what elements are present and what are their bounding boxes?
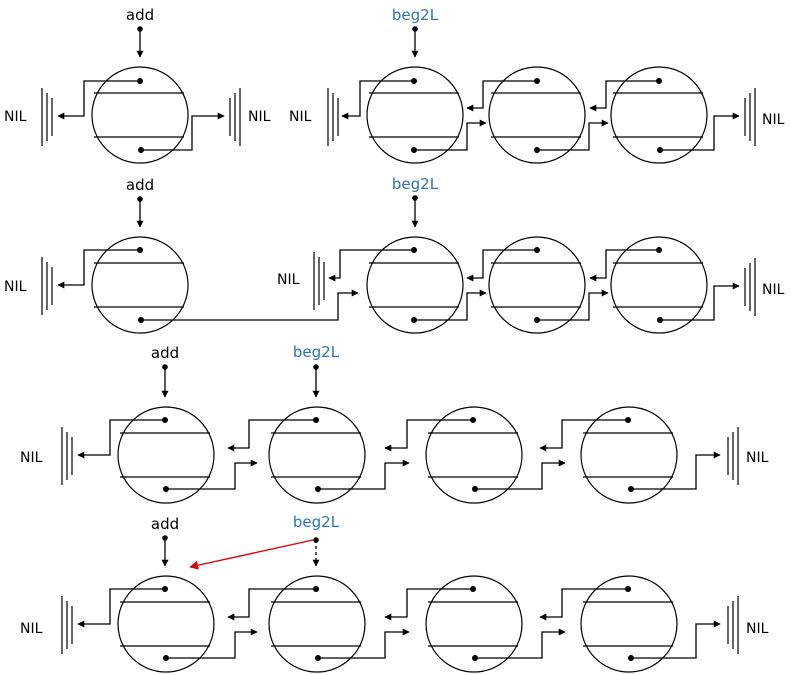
prev-link	[466, 247, 540, 282]
prev-link	[384, 586, 476, 621]
next-link	[163, 628, 258, 661]
prev-link	[57, 78, 143, 120]
add-pointer-arrow	[161, 535, 169, 567]
next-link	[657, 282, 740, 323]
next-link	[657, 112, 740, 153]
beg2l-pointer-arrow	[411, 195, 419, 228]
nil-label: NIL	[289, 109, 312, 125]
node	[91, 236, 189, 334]
nil-terminator	[727, 596, 739, 654]
next-link	[628, 620, 721, 661]
next-link	[628, 451, 721, 492]
nil-label: NIL	[248, 109, 271, 125]
nil-label: NIL	[746, 621, 769, 637]
node	[610, 236, 708, 334]
beg2l-pointer-arrow	[312, 364, 320, 398]
beg2l-pointer-dashed-arrow	[312, 537, 320, 567]
beg2l-pointer-arrow	[411, 26, 419, 58]
prev-link	[384, 417, 476, 452]
next-link	[534, 289, 609, 323]
row-3: add beg2L	[20, 343, 769, 504]
nil-label: NIL	[4, 109, 27, 125]
next-link	[534, 119, 609, 153]
node	[580, 406, 678, 504]
prev-link	[539, 417, 631, 452]
prev-link	[328, 247, 417, 282]
next-link	[138, 112, 225, 153]
nil-label: NIL	[762, 112, 785, 128]
next-link	[472, 628, 566, 661]
prev-link	[341, 78, 417, 120]
nil-terminator	[61, 596, 73, 654]
add-pointer-arrow	[136, 196, 144, 228]
next-link	[163, 459, 258, 492]
nil-terminator	[41, 88, 53, 146]
prev-link	[466, 78, 540, 112]
nil-terminator	[61, 427, 73, 485]
nil-terminator	[744, 88, 756, 146]
node	[580, 575, 678, 673]
nil-terminator	[313, 252, 325, 310]
node	[366, 66, 464, 164]
row-4: add beg2L	[20, 513, 769, 673]
nil-label: NIL	[277, 272, 300, 288]
beg2l-pointer-label: beg2L	[392, 6, 439, 24]
prev-link	[77, 586, 168, 628]
beg2l-pointer-label: beg2L	[392, 175, 439, 193]
prev-link	[589, 247, 662, 282]
node	[425, 406, 523, 504]
add-pointer-label: add	[151, 515, 179, 533]
nil-terminator	[744, 258, 756, 316]
prev-link	[227, 417, 319, 452]
next-link	[411, 289, 487, 323]
next-link	[472, 459, 566, 492]
node	[91, 66, 189, 164]
node	[610, 66, 708, 164]
node	[488, 236, 586, 334]
row-1: add NIL NIL	[4, 6, 785, 164]
node	[425, 575, 523, 673]
beg2l-pointer-label: beg2L	[293, 513, 340, 531]
node	[268, 406, 366, 504]
add-pointer-label: add	[126, 6, 154, 24]
prev-link	[57, 247, 143, 289]
add-pointer-label: add	[126, 176, 154, 194]
nil-label: NIL	[746, 450, 769, 466]
next-link	[411, 119, 487, 153]
next-link	[315, 459, 410, 492]
nil-terminator	[327, 88, 339, 146]
next-link	[315, 628, 410, 661]
nil-terminator	[229, 88, 241, 146]
next-link	[138, 289, 359, 323]
prev-link	[589, 78, 662, 112]
nil-label: NIL	[762, 282, 785, 298]
reassign-arrow	[189, 539, 314, 570]
node	[488, 66, 586, 164]
nil-label: NIL	[4, 279, 27, 295]
add-pointer-arrow	[161, 364, 169, 398]
beg2l-pointer-label: beg2L	[293, 343, 340, 361]
node	[366, 236, 464, 334]
row-2: add NIL	[4, 175, 785, 334]
prev-link	[539, 586, 631, 621]
prev-link	[227, 586, 319, 621]
add-pointer-arrow	[136, 26, 144, 58]
node	[117, 406, 215, 504]
node	[268, 575, 366, 673]
nil-terminator	[41, 257, 53, 315]
prev-link	[77, 417, 168, 459]
node	[117, 575, 215, 673]
add-pointer-label: add	[151, 344, 179, 362]
nil-label: NIL	[20, 621, 43, 637]
nil-terminator	[727, 427, 739, 485]
nil-label: NIL	[20, 450, 43, 466]
